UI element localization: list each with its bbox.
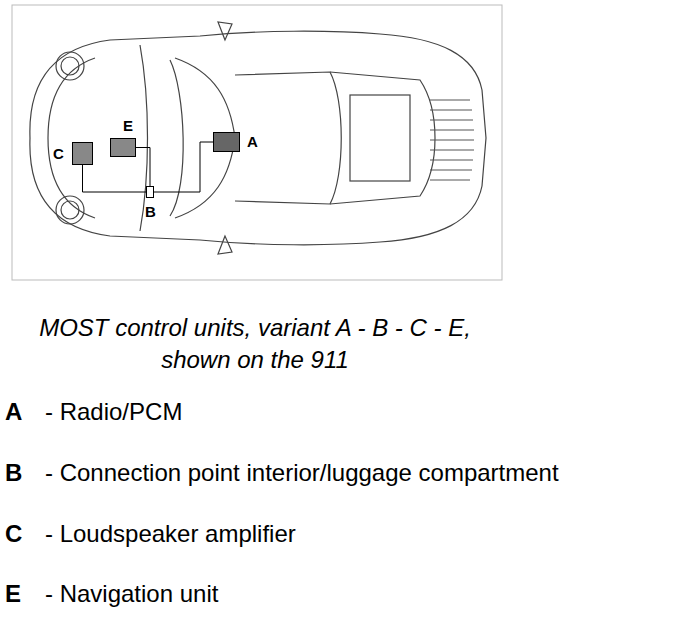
figure-caption: MOST control units, variant A - B - C - … [10,312,500,376]
unit-shape [72,142,93,165]
callout-letter: B [145,204,156,220]
connection-point: B [146,186,154,198]
most-wire [136,148,150,187]
unit-shape [146,186,154,198]
most-wire [83,165,147,192]
navigation-box: E [110,138,136,157]
part-name: - Navigation unit [45,580,218,608]
radio-box: A [213,132,240,152]
part-name: - Radio/PCM [45,398,182,426]
part-name: - Loudspeaker amplifier [45,520,296,548]
key-letter: B [5,459,22,487]
amplifier-box: C [72,142,93,165]
figure-frame [12,5,502,280]
key-letter: C [5,520,22,548]
engine-grille [430,100,474,180]
callout-letter: C [53,146,64,162]
unit-shape [213,132,240,152]
callout-letter: E [123,118,133,134]
most-wire [154,142,213,192]
key-letter: E [5,580,21,608]
car-outline [30,22,486,254]
key-letter: A [5,398,22,426]
part-name: - Connection point interior/luggage comp… [45,459,559,487]
callout-letter: A [247,134,258,150]
unit-shape [110,138,136,157]
